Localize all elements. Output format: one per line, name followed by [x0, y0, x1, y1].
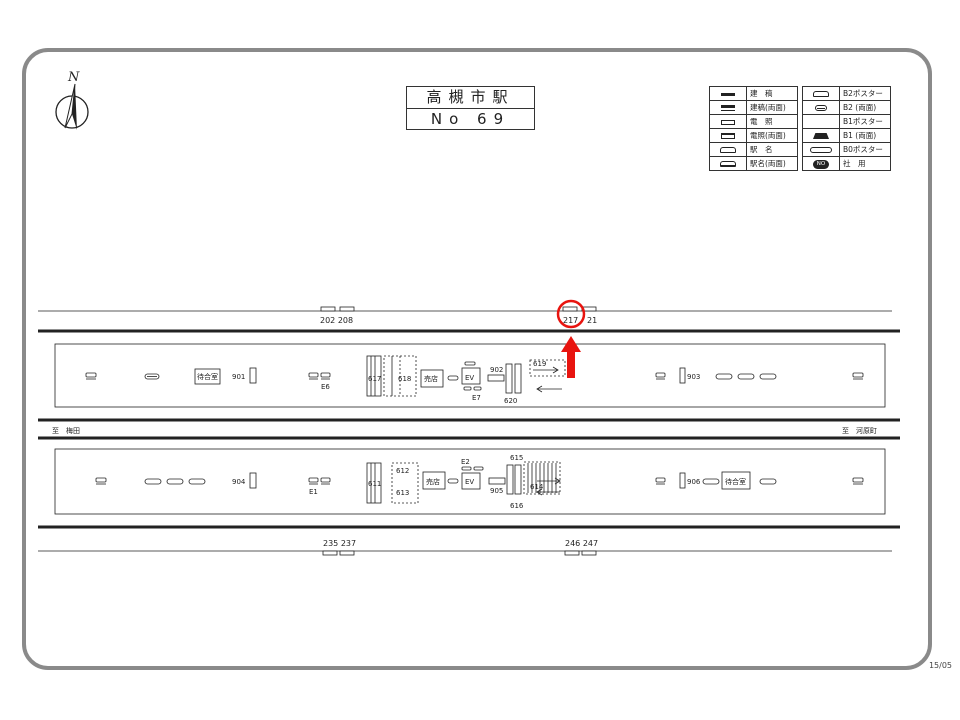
code-label: E2 [461, 458, 470, 466]
station-number: No 69 [407, 108, 534, 130]
station-name: 高槻市駅 [426, 88, 515, 106]
track-label: 21 [587, 316, 597, 325]
trapezoid-icon [813, 133, 829, 139]
b2-poster-icon [813, 91, 829, 97]
upper-platform [54, 343, 886, 408]
code-label: 906 [687, 478, 701, 486]
code-label: 620 [504, 397, 517, 405]
code-label: 617 [368, 375, 381, 383]
code-label: 616 [510, 502, 524, 510]
code-label: 901 [232, 373, 245, 381]
north-arrow-icon [55, 83, 89, 130]
sign-icon [85, 372, 97, 378]
code-label: 614 [530, 483, 544, 491]
ev-label: EV [465, 478, 474, 486]
rounded-sign-icon [720, 147, 736, 153]
b2-double-icon [815, 105, 827, 111]
highlight-arrow-icon [561, 336, 581, 378]
code-label: 902 [490, 366, 503, 374]
waiting-room-label: 待合室 [725, 477, 746, 486]
double-outline-rect-icon [721, 133, 735, 139]
outline-rect-icon [721, 119, 735, 125]
legend: 建 稿 B2ポスター 建稿(両面) B2 (両面) 電 照 B1ポスター 電照(… [709, 86, 891, 174]
lower-platform [54, 448, 886, 515]
track-label: 246 247 [565, 539, 598, 548]
title-box: 高槻市駅 No 69 [406, 86, 535, 130]
direction-right: 至 河原町 [842, 427, 877, 435]
code-label: 903 [687, 373, 700, 381]
track-label: 217 [563, 316, 578, 325]
waiting-room-box [194, 368, 221, 385]
legend-label: 社 用 [839, 156, 891, 171]
waiting-room-label: 待合室 [197, 372, 218, 381]
no-badge-icon: NO [813, 159, 829, 169]
code-label: 618 [398, 375, 411, 383]
code-label: 615 [510, 454, 523, 462]
track-label: 202 208 [320, 316, 353, 325]
code-label: 613 [396, 489, 409, 497]
code-label: 612 [396, 467, 409, 475]
direction-left: 至 梅田 [52, 426, 80, 435]
long-rounded-icon [810, 147, 832, 153]
ev-label: EV [465, 374, 474, 382]
north-letter: N [68, 70, 80, 85]
double-filled-bar-icon [721, 105, 735, 111]
code-label: 904 [232, 478, 246, 486]
filled-bar-icon [721, 92, 735, 96]
panel-902 [487, 374, 505, 382]
highlight-circle [556, 299, 586, 329]
shop-label: 売店 [426, 477, 440, 486]
page-number: 15/05 [928, 661, 952, 670]
shop-label: 売店 [424, 374, 438, 383]
code-label: E7 [472, 394, 481, 402]
track-label: 235 237 [323, 539, 356, 548]
triangle-icon [816, 117, 826, 127]
code-label: E6 [321, 383, 330, 391]
code-label: 619 [533, 360, 546, 368]
legend-label: 駅名(両面) [746, 156, 798, 171]
code-label: 905 [490, 487, 503, 495]
code-label: E1 [309, 488, 318, 496]
page-frame [22, 48, 932, 670]
panel-icon [249, 367, 257, 384]
code-label: 611 [368, 480, 381, 488]
double-rounded-sign-icon [720, 161, 736, 167]
